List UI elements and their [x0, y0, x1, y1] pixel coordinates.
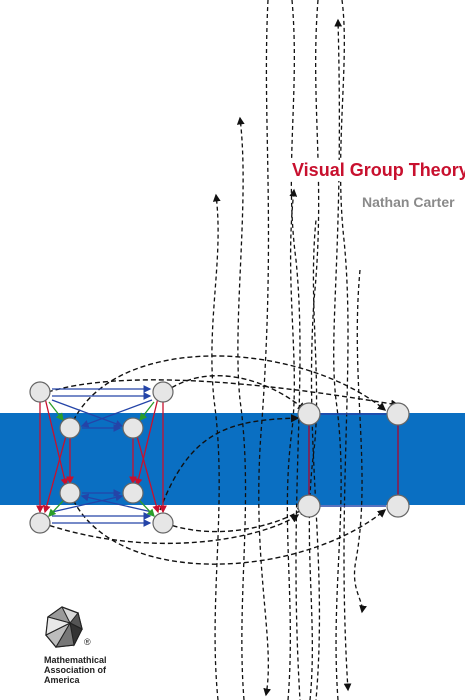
publisher-name: Mathemathical Association of America [44, 655, 124, 685]
publisher-line-2: Association of [44, 665, 107, 675]
registered-mark: ® [84, 637, 91, 647]
author-name: Nathan Carter [360, 194, 457, 210]
curved-dashed-connectors [41, 355, 400, 565]
square-edges [308, 425, 399, 495]
publisher-line-1: Mathemathical [44, 655, 107, 665]
cube-nodes [29, 381, 174, 534]
book-title: Visual Group Theory [290, 160, 465, 181]
cube-blue-edges [51, 385, 153, 527]
maa-logo-icon: ® [45, 606, 91, 648]
cube-red-edges [36, 397, 167, 514]
vertical-dashed-arrows [211, 0, 367, 700]
cube-green-edges [48, 401, 155, 517]
publisher-line-3: America [44, 675, 80, 685]
square-nodes [297, 402, 410, 518]
